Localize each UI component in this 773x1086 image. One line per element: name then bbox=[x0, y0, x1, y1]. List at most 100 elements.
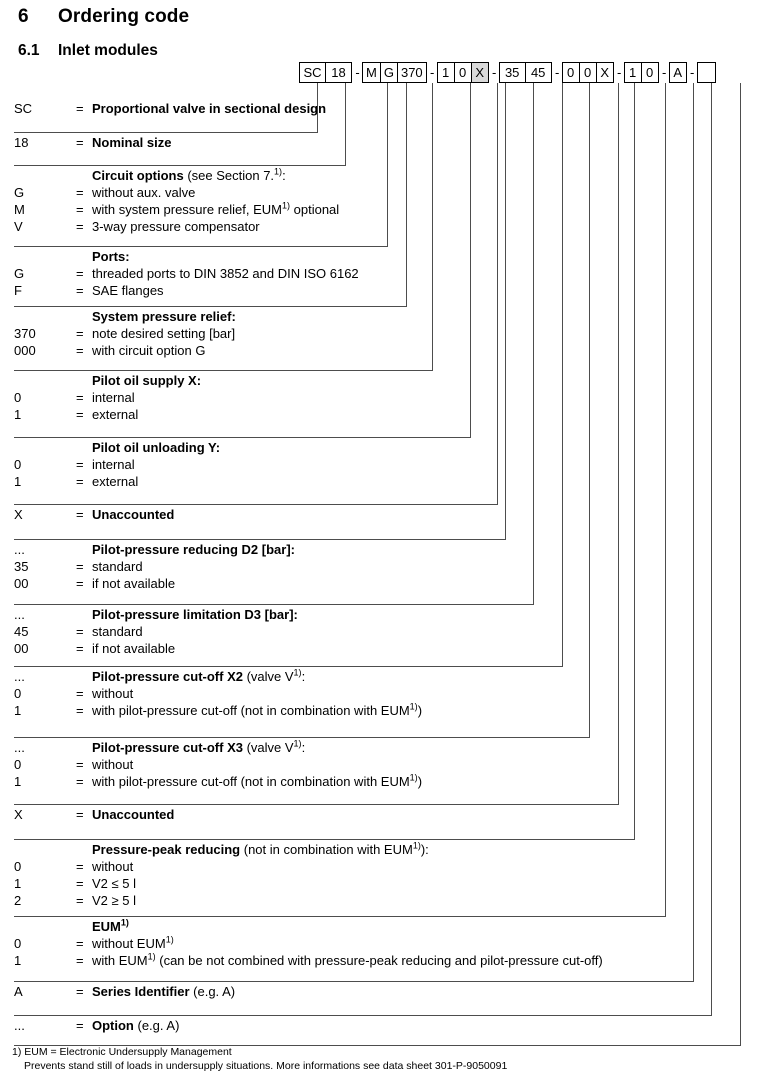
legend-row-rule bbox=[14, 370, 432, 371]
subsection-number: 6.1 bbox=[18, 42, 40, 59]
legend-title-text: Pilot-pressure limitation D3 [bar]: bbox=[92, 607, 298, 622]
legend-entry-key: 2 bbox=[14, 893, 22, 908]
code-box[interactable]: 0 bbox=[640, 62, 659, 83]
section-title: Ordering code bbox=[58, 6, 190, 27]
legend-entry-key: 1 bbox=[14, 703, 22, 718]
code-box[interactable]: 35 bbox=[498, 62, 526, 83]
legend-entry-key: 00 bbox=[14, 576, 29, 591]
code-box[interactable]: X bbox=[595, 62, 614, 83]
legend-row: Circuit options (see Section 7.1):G=with… bbox=[14, 166, 759, 247]
code-separator-dash: - bbox=[662, 65, 667, 80]
legend-entry-equals: = bbox=[76, 457, 84, 472]
legend-entry-key: F bbox=[14, 283, 22, 298]
legend-entry-equals: = bbox=[76, 326, 84, 341]
legend-entry-key: 1 bbox=[14, 876, 22, 891]
legend-title-text: Pilot-pressure cut-off X2 (valve V1): bbox=[92, 667, 306, 684]
code-box[interactable]: 45 bbox=[524, 62, 552, 83]
legend-entry: 45=standard bbox=[14, 624, 759, 641]
legend-entry-equals: = bbox=[76, 686, 84, 701]
code-separator-dash: - bbox=[555, 65, 560, 80]
code-box[interactable]: M bbox=[362, 62, 381, 83]
legend-entry-equals: = bbox=[76, 474, 84, 489]
code-box[interactable]: 18 bbox=[325, 62, 352, 83]
legend-row-rule bbox=[14, 306, 406, 307]
legend-entry: 18=Nominal size bbox=[14, 135, 759, 152]
legend-entry-key: G bbox=[14, 266, 25, 281]
legend-entry-equals: = bbox=[76, 576, 84, 591]
legend-entry-equals: = bbox=[76, 135, 84, 150]
legend-entry: 1=V2 ≤ 5 l bbox=[14, 876, 759, 893]
legend-entry: SC=Proportional valve in sectional desig… bbox=[14, 101, 759, 118]
legend-entry-value: without EUM1) bbox=[92, 934, 174, 951]
legend-entry-key: 000 bbox=[14, 343, 36, 358]
legend-title-text: Pilot-pressure reducing D2 [bar]: bbox=[92, 542, 295, 557]
legend-row-rule bbox=[14, 804, 618, 805]
legend-entry-value: standard bbox=[92, 559, 143, 574]
legend-entry: M=with system pressure relief, EUM1) opt… bbox=[14, 201, 759, 219]
code-box[interactable]: SC bbox=[299, 62, 326, 83]
legend-entry-value: standard bbox=[92, 624, 143, 639]
legend-entry-value: internal bbox=[92, 390, 135, 405]
legend-row: EUM1)0=without EUM1)1=with EUM1) (can be… bbox=[14, 917, 759, 982]
legend-entry: 0=without bbox=[14, 757, 759, 774]
legend-entry-equals: = bbox=[76, 559, 84, 574]
legend-row-title: EUM1) bbox=[14, 918, 759, 936]
code-box[interactable]: 0 bbox=[453, 62, 472, 83]
code-box[interactable]: 0 bbox=[578, 62, 597, 83]
code-box[interactable]: A bbox=[668, 62, 687, 83]
code-box[interactable]: 0 bbox=[561, 62, 580, 83]
legend-entry-equals: = bbox=[76, 390, 84, 405]
legend-entry: F=SAE flanges bbox=[14, 283, 759, 300]
legend-entry-equals: = bbox=[76, 507, 84, 522]
legend-title-key: ... bbox=[14, 669, 25, 684]
legend-entry-equals: = bbox=[76, 624, 84, 639]
code-box[interactable]: X bbox=[470, 62, 489, 83]
legend-entry: 00=if not available bbox=[14, 576, 759, 593]
legend-entry-equals: = bbox=[76, 703, 84, 718]
legend-entry-value: Nominal size bbox=[92, 135, 172, 150]
legend-entry-value: if not available bbox=[92, 641, 176, 656]
legend-entry-value: with EUM1) (can be not combined with pre… bbox=[92, 951, 603, 968]
legend-entry: 1=external bbox=[14, 474, 759, 491]
legend-entry: 1=external bbox=[14, 407, 759, 424]
legend-row: ...=Option (e.g. A) bbox=[14, 1016, 759, 1046]
legend-entry: ...=Option (e.g. A) bbox=[14, 1018, 759, 1035]
legend-row: X=Unaccounted bbox=[14, 805, 759, 840]
code-separator-dash: - bbox=[617, 65, 622, 80]
legend-row: System pressure relief:370=note desired … bbox=[14, 307, 759, 371]
legend-entry: 0=internal bbox=[14, 390, 759, 407]
legend-row-rule bbox=[14, 539, 505, 540]
legend-row-body: Pressure-peak reducing (not in combinati… bbox=[14, 840, 759, 915]
legend-entry-value: external bbox=[92, 474, 139, 489]
legend-row-rule bbox=[14, 981, 693, 982]
legend-row-rule bbox=[14, 737, 589, 738]
legend-title-text: Circuit options (see Section 7.1): bbox=[92, 166, 286, 183]
subsection-label: Inlet modules bbox=[58, 42, 158, 59]
legend-entry-key: ... bbox=[14, 1018, 25, 1033]
legend-row-title: Pressure-peak reducing (not in combinati… bbox=[14, 841, 759, 859]
legend-entry-equals: = bbox=[76, 953, 84, 968]
code-box[interactable]: 1 bbox=[436, 62, 455, 83]
legend-entry: 000=with circuit option G bbox=[14, 343, 759, 360]
legend-entry: X=Unaccounted bbox=[14, 807, 759, 824]
legend-entry: 35=standard bbox=[14, 559, 759, 576]
legend-entry: 0=without bbox=[14, 859, 759, 876]
ordering-code-legend: SC=Proportional valve in sectional desig… bbox=[14, 99, 759, 1046]
legend-row-body: ...Pilot-pressure limitation D3 [bar]:45… bbox=[14, 605, 759, 663]
code-box[interactable]: 370 bbox=[396, 62, 427, 83]
legend-row-rule bbox=[14, 604, 533, 605]
legend-entry-value: Unaccounted bbox=[92, 807, 175, 822]
code-box[interactable]: G bbox=[379, 62, 398, 83]
legend-row-title: ...Pilot-pressure reducing D2 [bar]: bbox=[14, 542, 759, 559]
legend-entry: 2=V2 ≥ 5 l bbox=[14, 893, 759, 910]
legend-entry-value: without bbox=[92, 686, 134, 701]
legend-row: ... Pilot-pressure cut-off X2 (valve V1):… bbox=[14, 667, 759, 738]
code-box[interactable] bbox=[696, 62, 716, 83]
legend-entry-key: SC bbox=[14, 101, 33, 116]
legend-entry-equals: = bbox=[76, 859, 84, 874]
code-box[interactable]: 1 bbox=[623, 62, 642, 83]
legend-entry-value: Option (e.g. A) bbox=[92, 1018, 180, 1033]
legend-entry: A=Series Identifier (e.g. A) bbox=[14, 984, 759, 1001]
legend-entry-equals: = bbox=[76, 185, 84, 200]
code-separator-dash: - bbox=[492, 65, 497, 80]
